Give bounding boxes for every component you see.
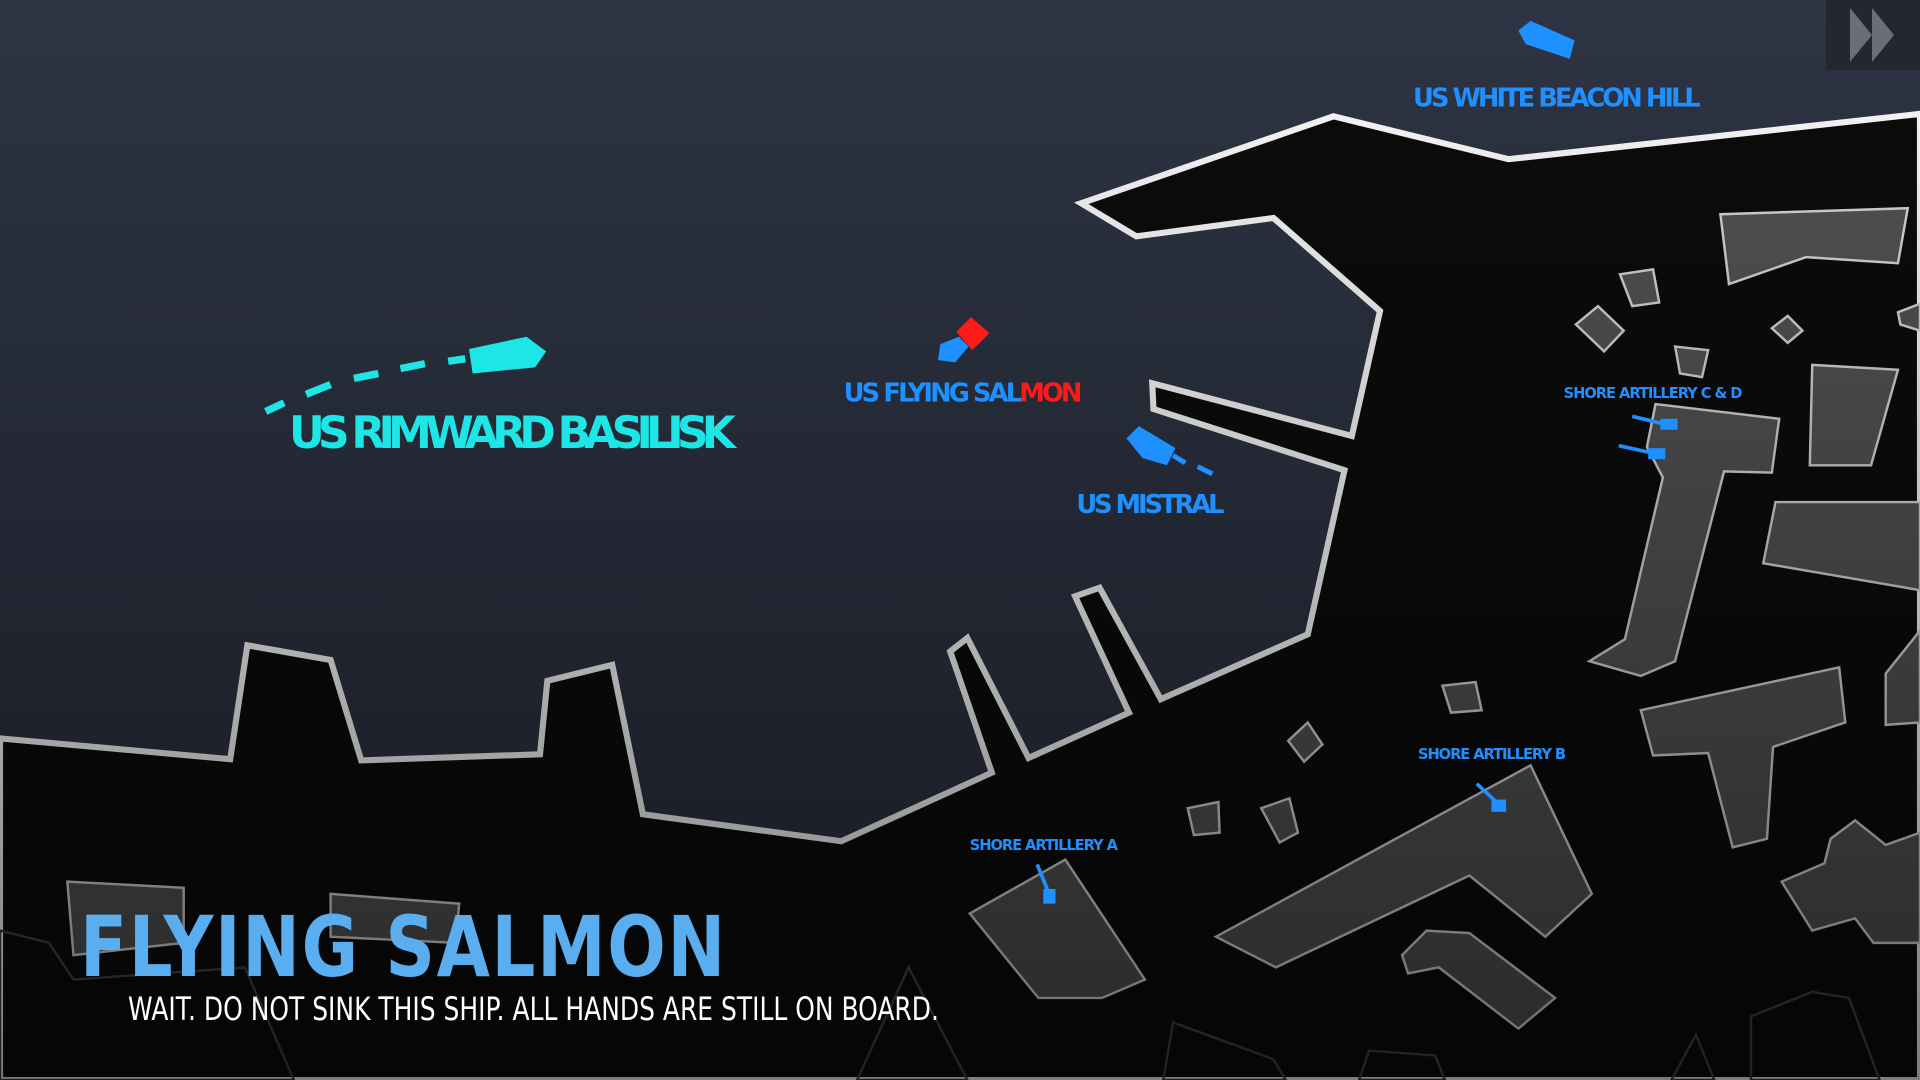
artillery-icon-c	[1660, 418, 1678, 430]
ship-label: US FLYING SALMON	[844, 379, 1083, 409]
ship-icon	[468, 336, 547, 374]
gun-barrels	[1618, 414, 1664, 455]
artillery-label: SHORE ARTILLERY B	[1418, 746, 1566, 763]
ship-label: US RIMWARD BASILISK	[289, 408, 738, 459]
ship-flying-salmon[interactable]: US FLYING SALMON	[844, 317, 1083, 409]
mission-subtitle: WAIT. DO NOT SINK THIS SHIP. ALL HANDS A…	[128, 990, 939, 1028]
shore-artillery-b[interactable]: SHORE ARTILLERY B	[1418, 746, 1566, 812]
wake-trail	[1171, 453, 1214, 477]
ship-icon	[1518, 20, 1575, 59]
ship-mistral[interactable]: US MISTRAL	[1076, 426, 1224, 520]
fast-forward-icon	[1850, 8, 1894, 62]
artillery-icon	[1491, 799, 1507, 812]
ship-label-part-hostile: MON	[1019, 379, 1082, 409]
ship-white-beacon-hill[interactable]: US WHITE BEACON HILL	[1413, 20, 1701, 114]
mission-title: FLYING SALMON	[80, 898, 727, 996]
gun-barrel	[1035, 863, 1050, 893]
shore-artillery-c-d[interactable]: SHORE ARTILLERY C & D	[1564, 385, 1743, 460]
artillery-label: SHORE ARTILLERY C & D	[1564, 385, 1743, 402]
artillery-label: SHORE ARTILLERY A	[970, 837, 1119, 854]
fast-forward-button[interactable]	[1826, 0, 1920, 70]
shore-artillery-a[interactable]: SHORE ARTILLERY A	[970, 837, 1119, 904]
ship-icon	[1126, 426, 1176, 466]
ship-label-part: US FLYING SAL	[844, 379, 1022, 409]
ship-label: US WHITE BEACON HILL	[1413, 84, 1701, 114]
artillery-icon	[1043, 888, 1056, 904]
ship-label: US MISTRAL	[1076, 490, 1224, 520]
ship-icon-friendly	[937, 336, 969, 363]
ship-icon-damaged	[956, 317, 990, 351]
gun-barrel	[1475, 782, 1498, 804]
ship-rimward-basilisk[interactable]: US RIMWARD BASILISK	[264, 336, 738, 459]
wake-trail	[264, 355, 466, 415]
artillery-icon-d	[1648, 448, 1666, 460]
